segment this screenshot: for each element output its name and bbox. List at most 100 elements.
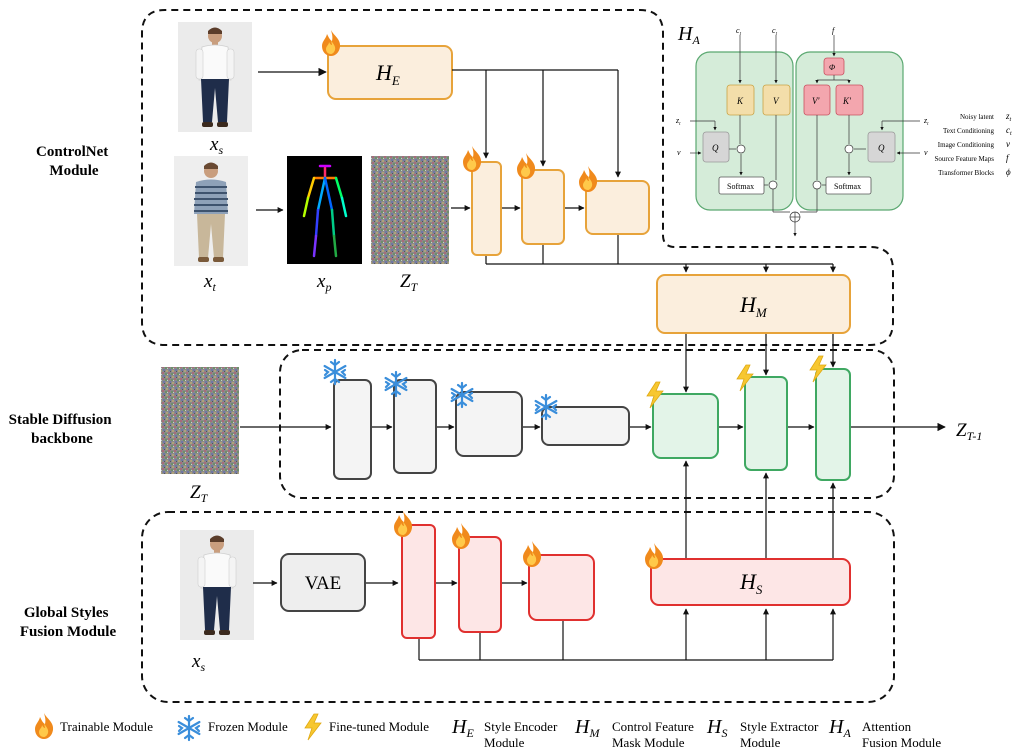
attn-legend-1-label: Text Conditioning [943, 127, 995, 135]
zt1-label: ZT-1 [956, 420, 982, 443]
flame-icon [579, 166, 598, 192]
legend-hm-sym: HM [574, 716, 600, 740]
attn-legend-0-sym: zt [1005, 111, 1012, 123]
sd-dec-block-2 [744, 376, 788, 471]
sd-enc-block-2 [393, 379, 437, 474]
controlnet-region [141, 9, 894, 346]
attn-legend-4-sym: ϕ [1006, 167, 1011, 177]
attn-softmax-right-label: Softmax [834, 182, 861, 191]
attn-legend-3-label: Source Feature Maps [935, 155, 995, 163]
legend-finetuned: Fine-tuned Module [329, 719, 429, 734]
cn-to-hm-lines [485, 235, 836, 273]
attn-q-left-label: Q [712, 143, 719, 153]
attn-mult-left-1 [736, 144, 746, 154]
attn-k [726, 84, 755, 116]
attn-phi-label: Φ [829, 63, 835, 72]
hs-block-label: HS [739, 569, 763, 597]
attn-ct-input-2: ct [772, 26, 778, 37]
controlnet-label: ControlNet Module [36, 144, 112, 179]
flame-icon [517, 153, 536, 179]
cn-block-3 [585, 180, 650, 235]
xs-label-bottom: xs [191, 651, 205, 674]
xt-label: xt [203, 271, 216, 294]
attn-v-label: V [773, 96, 780, 106]
gsf-label: Global Styles Fusion Module [20, 605, 117, 640]
gsf-block-1 [401, 524, 436, 639]
zt-label-mid: ZT [190, 482, 209, 505]
attn-q-left [702, 131, 730, 163]
sd-enc-block-1 [333, 379, 372, 480]
flame-icon [645, 543, 664, 569]
attn-q-right [867, 131, 896, 163]
he-block [327, 45, 453, 100]
attn-v-input-right: v [924, 148, 928, 157]
source-person-photo [177, 21, 253, 133]
attn-softmax-left [718, 176, 765, 195]
attn-softmax-right [825, 176, 872, 195]
attn-zt-input-left: zt [675, 116, 681, 127]
sd-dec-block-3 [815, 368, 851, 481]
attn-mult-right-1 [844, 144, 854, 154]
xp-label: xp [316, 271, 331, 294]
gsf-block-2 [458, 536, 502, 633]
hs-block [650, 558, 851, 606]
hm-block [656, 274, 851, 334]
gsf-block-3 [528, 554, 595, 621]
attn-legend: Noisy latent Text Conditioning Image Con… [935, 111, 1012, 177]
flame-icon [394, 511, 413, 537]
flame-icon [463, 146, 482, 172]
ha-title: HA [677, 23, 700, 47]
attn-k-prime [835, 84, 864, 116]
sd-enc-block-3 [455, 391, 523, 457]
cn-block-2 [521, 169, 565, 245]
attn-k-prime-label: K' [842, 96, 852, 106]
attn-softmax-left-label: Softmax [727, 182, 754, 191]
flame-icon [35, 713, 54, 739]
flame-icon [523, 541, 542, 567]
sd-dec-block-1 [652, 393, 719, 459]
hm-block-label: HM [739, 292, 768, 320]
sd-label: Stable Diffusion backbone [9, 412, 116, 447]
attn-v [762, 84, 791, 116]
he-output-lines [452, 69, 621, 178]
attn-legend-2-label: Image Conditioning [938, 141, 995, 149]
attn-legend-4-label: Transformer Blocks [938, 169, 994, 177]
legend-hs-sym: HS [706, 716, 727, 740]
legend-he-sym: HE [451, 716, 474, 740]
attn-v-input-left: v [677, 148, 681, 157]
lightning-icon [304, 713, 322, 741]
attn-k-label: K [736, 96, 744, 106]
attn-f-input: f [832, 26, 836, 35]
gsf-region [141, 511, 895, 703]
target-person-photo [173, 155, 249, 267]
attn-left-lines [690, 35, 790, 213]
legend-trainable: Trainable Module [60, 719, 153, 734]
vae-label: VAE [305, 573, 342, 594]
he-block-label: HE [375, 60, 400, 88]
legend-frozen: Frozen Module [208, 719, 288, 734]
sd-enc-block-4 [541, 406, 630, 446]
attn-v-prime-label: V' [812, 96, 820, 106]
source-person-photo-2 [179, 529, 255, 641]
cn-block-1 [471, 161, 502, 256]
attn-ct-input: ct [736, 26, 742, 37]
attn-mult-left-2 [768, 180, 778, 190]
attn-legend-3-sym: f [1006, 153, 1010, 163]
attn-legend-0-label: Noisy latent [960, 113, 994, 121]
attn-mult-right-2 [812, 180, 822, 190]
zt-label-top: ZT [400, 271, 419, 294]
flame-icon [452, 523, 471, 549]
attn-q-right-label: Q [878, 143, 885, 153]
attn-legend-2-sym: v [1006, 139, 1010, 149]
legend-ha-sym: HA [828, 716, 851, 740]
attn-legend-1-sym: ct [1006, 125, 1012, 137]
noise-image-sd [161, 367, 239, 474]
vae-block [280, 553, 366, 612]
hm-to-sd-lines [683, 334, 836, 393]
pose-skeleton [287, 156, 362, 264]
